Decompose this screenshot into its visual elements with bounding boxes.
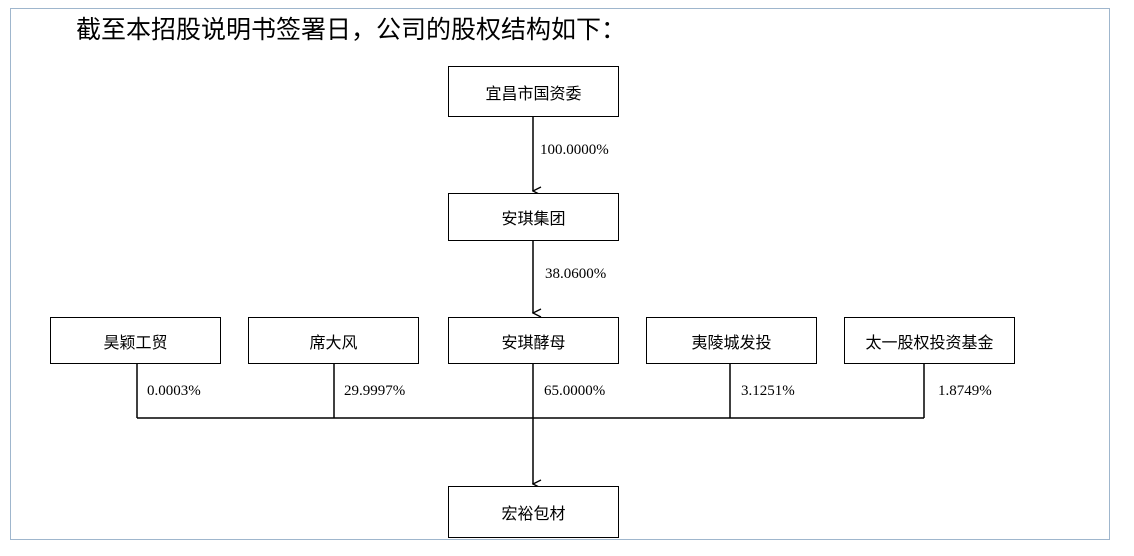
node-taiyi: 太一股权投资基金 <box>844 317 1015 364</box>
pct-yeast: 65.0000% <box>544 383 606 399</box>
pct-haoying: 0.0003% <box>147 383 201 399</box>
node-yeast: 安琪酵母 <box>448 317 619 364</box>
document-frame <box>10 8 1110 540</box>
pct-xidafeng: 29.9997% <box>344 383 406 399</box>
node-haoying: 昊颖工贸 <box>50 317 221 364</box>
node-yiling: 夷陵城发投 <box>646 317 817 364</box>
pct-group-to-yeast: 38.0600% <box>545 266 607 282</box>
page-heading: 截至本招股说明书签署日，公司的股权结构如下： <box>76 15 627 44</box>
pct-top-to-group: 100.0000% <box>540 142 609 158</box>
pct-yiling: 3.1251% <box>741 383 795 399</box>
node-target: 宏裕包材 <box>448 486 619 538</box>
node-top: 宜昌市国资委 <box>448 66 619 117</box>
node-group: 安琪集团 <box>448 193 619 241</box>
pct-taiyi: 1.8749% <box>938 383 992 399</box>
node-xidafeng: 席大风 <box>248 317 419 364</box>
